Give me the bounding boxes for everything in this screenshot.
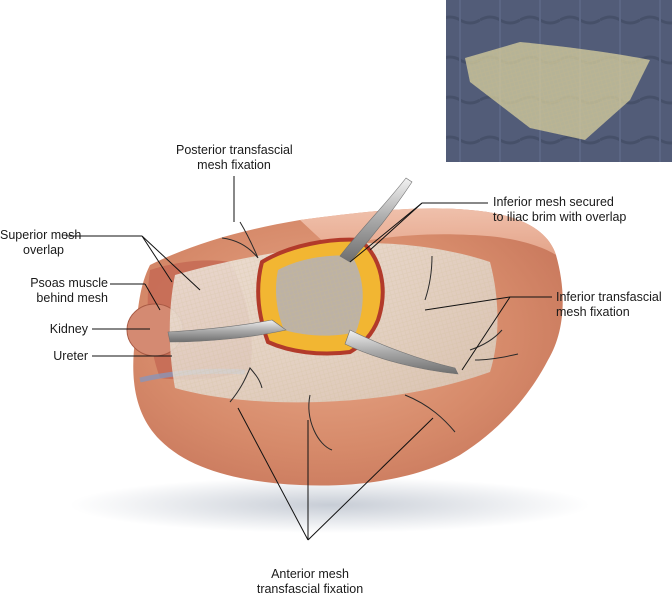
label-inferior-fixation-line2: mesh fixation xyxy=(556,305,630,319)
label-anterior-mesh-fixation: Anterior mesh transfascial fixation xyxy=(248,567,372,597)
leader-lines xyxy=(66,176,552,541)
label-inferior-secured-line2: to iliac brim with overlap xyxy=(493,210,627,224)
label-inferior-mesh-secured: Inferior mesh secured to iliac brim with… xyxy=(493,195,626,225)
label-posterior-line2: mesh fixation xyxy=(197,158,271,172)
retractor-left xyxy=(167,319,287,343)
label-inferior-fixation-line1: Inferior transfascial xyxy=(556,290,662,304)
label-posterior-line1: Posterior transfascial xyxy=(176,143,293,157)
label-psoas-line2: behind mesh xyxy=(36,291,108,305)
label-anterior-line1: Anterior mesh xyxy=(271,567,349,581)
label-anterior-line2: transfascial fixation xyxy=(256,582,364,596)
label-kidney-text: Kidney xyxy=(49,322,88,336)
skin-edge xyxy=(300,208,556,255)
label-psoas-line1: Psoas muscle xyxy=(30,276,108,290)
retractor-right xyxy=(344,329,459,375)
sutures xyxy=(221,221,519,451)
mesh-photo-inset xyxy=(446,0,672,162)
label-posterior-transfascial-fixation: Posterior transfascial mesh fixation xyxy=(176,143,293,173)
label-kidney: Kidney xyxy=(0,322,88,337)
label-ureter: Ureter xyxy=(0,349,88,364)
label-psoas-muscle: Psoas muscle behind mesh xyxy=(0,276,108,306)
label-inferior-transfascial-fixation: Inferior transfascial mesh fixation xyxy=(556,290,662,320)
label-superior-line2: overlap xyxy=(23,243,64,257)
label-inferior-secured-line1: Inferior mesh secured xyxy=(493,195,614,209)
inner-mesh-weave xyxy=(276,255,363,336)
label-superior-line1: Superior mesh xyxy=(0,228,82,242)
floor-shadow xyxy=(70,477,590,533)
label-superior-mesh-overlap: Superior mesh overlap xyxy=(0,228,82,258)
label-ureter-text: Ureter xyxy=(53,349,88,363)
